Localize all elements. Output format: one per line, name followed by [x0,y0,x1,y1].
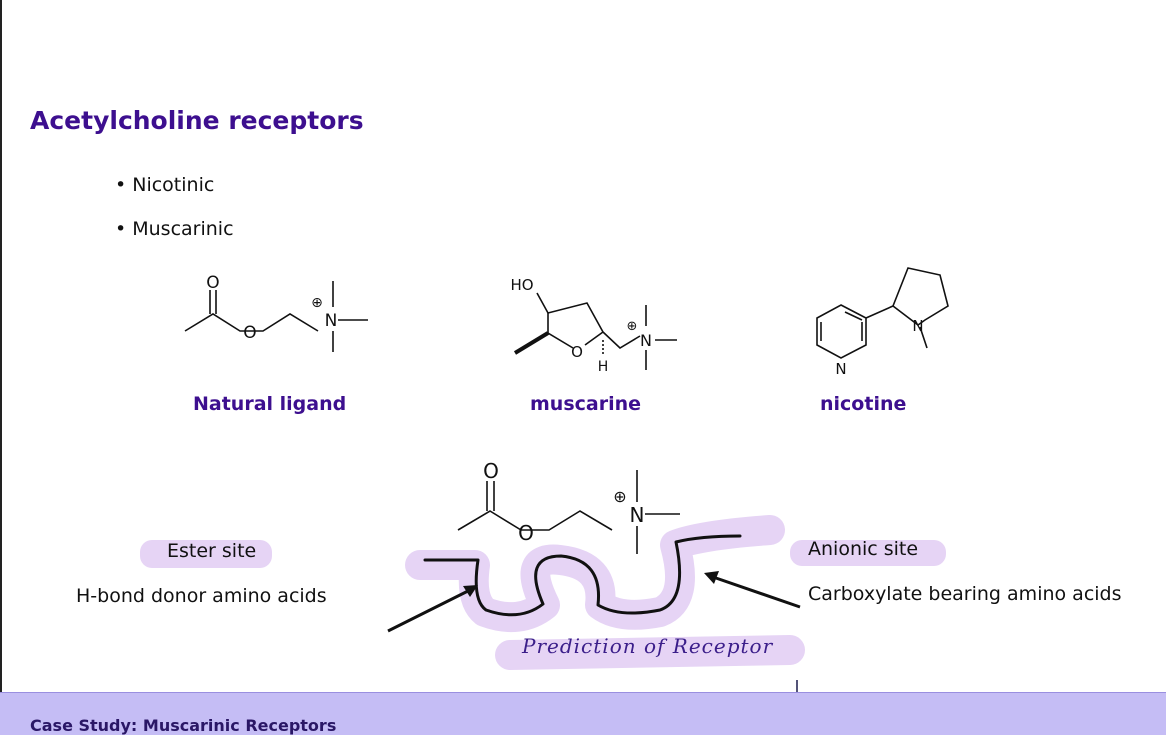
atom-o: O [483,459,499,483]
anionic-site-highlight [790,540,946,566]
caption-nicotine: nicotine [820,393,907,415]
bullet-muscarinic: • Muscarinic [115,218,234,240]
hbond-donor-label: H-bond donor amino acids [76,585,327,607]
arrow-ester [387,588,471,633]
ester-site-highlight [140,540,272,568]
caption-natural-ligand: Natural ligand [193,393,347,415]
acetylcholine-structure: O O N ⊕ [184,273,368,352]
atom-h: H [598,359,609,375]
atom-n: N [630,503,645,527]
acetylcholine-bound-structure: O O N ⊕ [457,459,680,554]
atom-n: N [325,311,338,331]
handwritten-note: Prediction of Receptor [522,634,774,658]
charge-plus: ⊕ [613,487,626,506]
slide-title: Acetylcholine receptors [30,106,364,135]
charge-plus: ⊕ [311,295,323,311]
atom-o: O [206,273,219,293]
note-highlight [495,635,805,670]
atom-ho: HO [510,276,533,294]
caption-muscarine: muscarine [530,393,642,415]
carboxylate-label: Carboxylate bearing amino acids [808,583,1122,605]
atom-o: O [518,521,534,545]
muscarine-structure: HO O H N ⊕ [510,276,677,375]
arrow-anionic [712,575,801,609]
atom-o: O [243,323,256,343]
bullet-nicotinic: • Nicotinic [115,174,215,196]
atom-n: N [640,331,652,350]
footer-title: Case Study: Muscarinic Receptors [30,716,337,735]
atom-n: N [835,360,846,378]
footer-bar [0,692,1166,735]
atom-o: O [571,343,583,361]
ester-site-label: Ester site [167,540,257,562]
nicotine-structure: N N [816,267,949,378]
receptor-surface [423,534,742,617]
arrowhead-anionic [704,571,719,584]
anionic-site-label: Anionic site [808,538,919,560]
charge-plus: ⊕ [627,319,638,334]
arrowhead-ester [463,585,478,597]
atom-n: N [912,317,923,335]
